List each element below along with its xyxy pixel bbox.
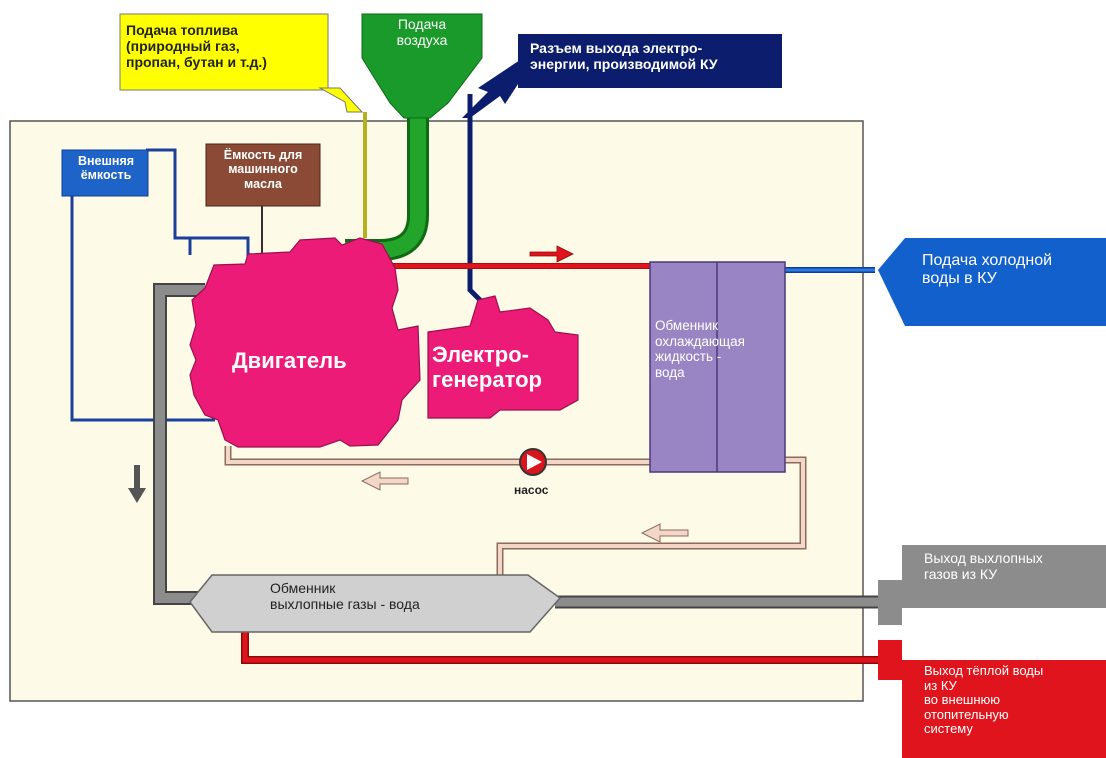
flow-arrow-hot-icon xyxy=(529,245,574,263)
flow-arrow-return-right-icon xyxy=(640,523,689,543)
fuel-callout-box xyxy=(119,13,329,91)
fuel-callout-arrow xyxy=(318,87,364,113)
external-tank-label: Внешняя ёмкость xyxy=(77,154,135,183)
exhaust-out-label: Выход выхлопных газов из КУ xyxy=(924,550,1043,583)
pump-label: насос xyxy=(514,483,549,497)
power-callout-box xyxy=(518,34,782,88)
flow-arrow-return-icon xyxy=(360,471,409,491)
exhaust-exchanger xyxy=(189,574,562,633)
generator-label: Электро- генератор xyxy=(432,342,542,393)
external-tank-lower-line xyxy=(70,190,215,422)
exhaust-exchanger-label: Обменник выхлопные газы - вода xyxy=(270,580,420,613)
oil-tank xyxy=(205,143,321,207)
air-callout-funnel xyxy=(361,13,483,119)
generator-block xyxy=(427,295,579,419)
warm-water-out-label: Выход тёплой воды из КУ во внешнюю отопи… xyxy=(924,663,1044,737)
air-supply-label: Подача воздуха xyxy=(396,16,448,49)
cold-water-in-label: Подача холодной воды в КУ xyxy=(922,252,1053,288)
flow-arrow-down-icon xyxy=(128,465,146,503)
oil-tank-label: Ёмкость для машинного масла xyxy=(223,148,303,191)
external-tank-to-engine-line xyxy=(175,236,250,260)
engine-label: Двигатель xyxy=(232,348,347,373)
fuel-supply-label: Подача топлива (природный газ, пропан, б… xyxy=(126,22,267,71)
engine-block xyxy=(189,237,421,448)
external-tank xyxy=(61,149,149,197)
power-output-label: Разъем выхода электро- энергии, производ… xyxy=(530,40,718,73)
power-callout-arrow xyxy=(462,60,522,118)
coolant-exchanger-label: Обменник охлаждающая жидкость - вода xyxy=(655,318,745,380)
exhaust-out-callout xyxy=(878,545,1106,625)
